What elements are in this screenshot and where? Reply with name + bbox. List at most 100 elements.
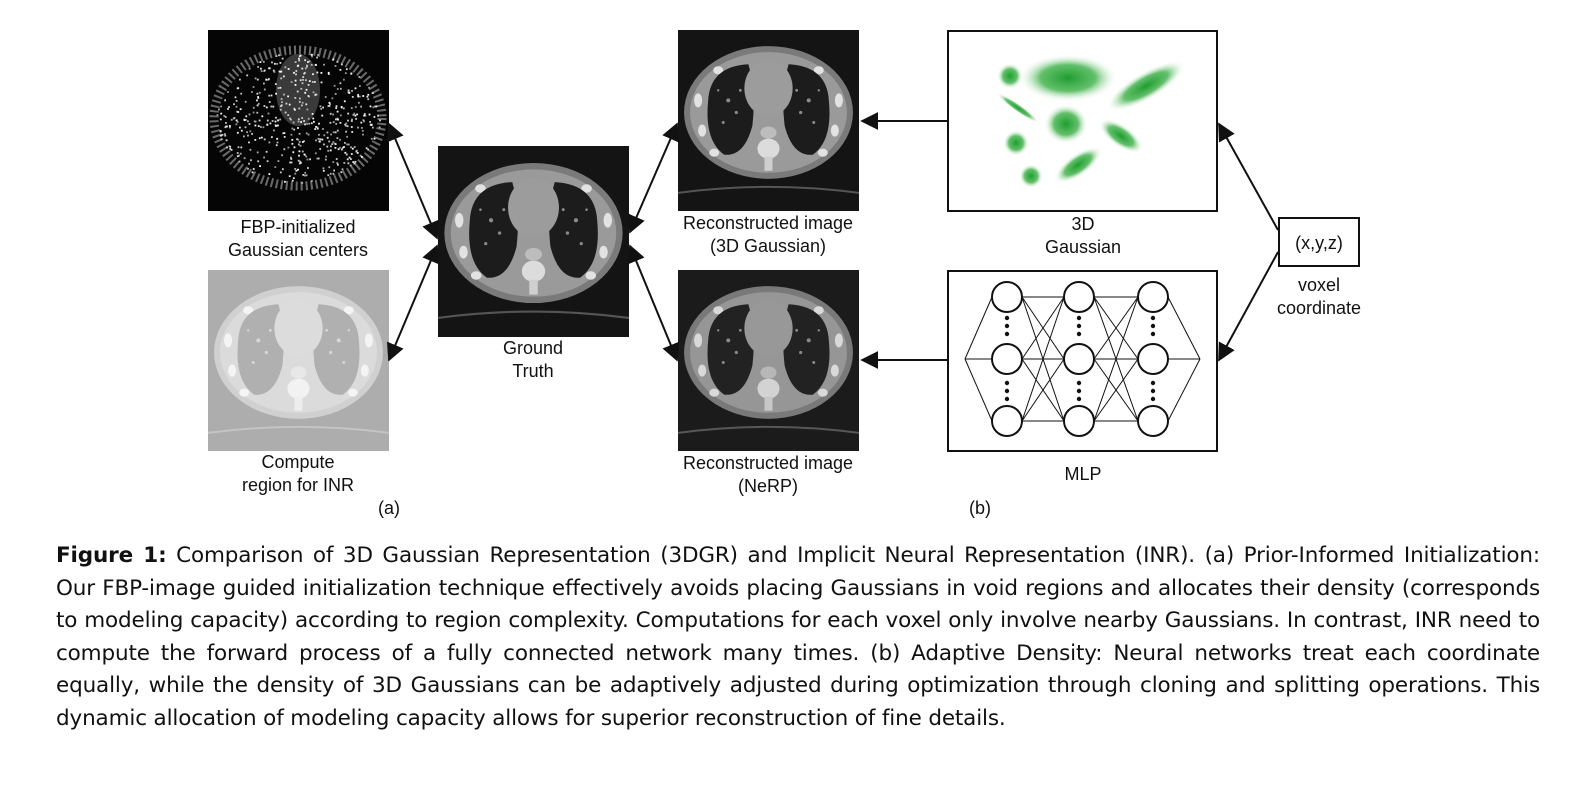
gaussian-center-dot bbox=[238, 160, 241, 163]
gaussian-center-dot bbox=[299, 97, 301, 100]
gaussian-center-dot bbox=[339, 82, 342, 85]
gaussian-center-dot bbox=[350, 120, 353, 122]
gaussian-center-dot bbox=[279, 108, 282, 111]
gaussian-center-dot bbox=[350, 107, 353, 109]
gaussian-center-dot bbox=[230, 118, 233, 121]
gaussian-center-dot bbox=[295, 169, 298, 172]
gaussian-center-dot bbox=[324, 96, 327, 98]
gaussian-center-dot bbox=[355, 150, 358, 153]
gaussian-center-dot bbox=[246, 74, 249, 77]
gaussian-center-dot bbox=[333, 169, 335, 172]
gaussian-center-dot bbox=[266, 160, 269, 163]
gaussian-center-dot bbox=[283, 132, 286, 134]
gaussian-center-dot bbox=[236, 110, 238, 113]
gaussian-center-dot bbox=[307, 117, 310, 120]
gaussian-center-dot bbox=[328, 101, 331, 104]
gaussian-center-dot bbox=[362, 119, 365, 121]
gaussian-center-dot bbox=[302, 174, 305, 176]
gaussian-center-dot bbox=[229, 125, 231, 127]
gaussian-center-dot bbox=[329, 149, 332, 152]
gaussian-center-dot bbox=[341, 168, 344, 171]
gaussian-center-dot bbox=[224, 116, 227, 118]
gaussian-center-dot bbox=[248, 162, 250, 165]
gaussian-center-dot bbox=[316, 71, 319, 74]
gaussian-center-dot bbox=[234, 96, 237, 99]
gaussian-center-dot bbox=[301, 82, 304, 85]
gaussian-center-dot bbox=[257, 97, 260, 99]
gaussian-center-dot bbox=[289, 117, 291, 120]
gaussian-center-dot bbox=[337, 163, 339, 166]
gaussian-center-dot bbox=[220, 134, 222, 137]
gaussian-center-dot bbox=[300, 87, 303, 90]
gaussian-center-dot bbox=[314, 81, 316, 83]
gaussian-center-dot bbox=[351, 96, 354, 98]
gaussian-center-dot bbox=[336, 88, 339, 90]
gaussian-center-dot bbox=[299, 54, 302, 57]
gaussian-center-dot bbox=[366, 95, 369, 98]
gaussian-center-dot bbox=[319, 148, 322, 150]
recnerp-label-line1: Reconstructed image bbox=[683, 453, 853, 473]
gaussian-center-dot bbox=[297, 159, 300, 162]
gaussian-center-dot bbox=[343, 162, 346, 164]
gaussian-center-dot bbox=[354, 160, 357, 163]
gaussian-center-dot bbox=[294, 108, 296, 111]
gaussian-center-dot bbox=[244, 119, 247, 121]
gaussian-center-dot bbox=[296, 138, 298, 141]
gaussian-center-dot bbox=[249, 148, 252, 151]
gaussian-center-dot bbox=[275, 144, 278, 147]
gaussian-center-dot bbox=[301, 150, 304, 153]
gaussian-center-dot bbox=[271, 120, 274, 122]
gaussian-center-dot bbox=[316, 126, 319, 129]
gaussian-center-dot bbox=[291, 179, 294, 182]
gaussian-center-dot bbox=[235, 123, 238, 126]
gaussian-center-dot bbox=[346, 143, 348, 146]
gaussian-center-dot bbox=[280, 70, 283, 73]
gaussian-center-dot bbox=[319, 138, 321, 141]
gaussian-center-dot bbox=[298, 59, 301, 62]
gaussian-center-dot bbox=[280, 105, 282, 108]
gaussian-center-dot bbox=[293, 128, 296, 131]
gaussian-center-dot bbox=[290, 81, 293, 83]
gaussian-center-dot bbox=[345, 124, 347, 127]
gaussian-center-dot bbox=[363, 120, 365, 123]
gaussian-center-dot bbox=[300, 161, 302, 164]
gaussian-center-dot bbox=[332, 141, 335, 143]
gaussian-center-dot bbox=[290, 118, 292, 121]
gaussian-center-dot bbox=[278, 70, 281, 73]
voxel-label-line1: voxel bbox=[1298, 275, 1340, 295]
gaussian-center-dot bbox=[331, 143, 334, 145]
gaussian-center-dot bbox=[304, 123, 306, 126]
gaussian-center-dot bbox=[233, 117, 236, 119]
gaussian-center-dot bbox=[307, 133, 310, 136]
gaussian-center-dot bbox=[312, 73, 314, 76]
gaussian-center-dot bbox=[257, 66, 259, 68]
gaussian-center-dot bbox=[327, 71, 330, 74]
gaussian-center-dot bbox=[297, 118, 300, 121]
gaussian-center-dot bbox=[227, 108, 229, 110]
gaussian-center-dot bbox=[306, 64, 308, 67]
gaussian-center-dot bbox=[350, 158, 352, 160]
gaussian-center-dot bbox=[293, 146, 296, 149]
gaussian-center-dot bbox=[369, 121, 371, 123]
gaussian-center-dot bbox=[373, 116, 376, 118]
gaussian-center-dot bbox=[295, 70, 298, 72]
gaussian-center-dot bbox=[254, 139, 257, 141]
gaussian-center-dot bbox=[287, 114, 290, 116]
gaussian-center-dot bbox=[354, 106, 357, 108]
gaussian-center-dot bbox=[252, 168, 255, 170]
gaussian-center-dot bbox=[357, 95, 360, 98]
gaussian-center-dot bbox=[305, 88, 308, 91]
gaussian-center-dot bbox=[317, 137, 320, 140]
recnerp-label-line2: (NeRP) bbox=[738, 476, 798, 496]
gaussian-center-dot bbox=[275, 116, 277, 119]
gaussian-center-dot bbox=[351, 118, 353, 121]
gaussian-center-dot bbox=[271, 61, 273, 64]
gaussian-center-dot bbox=[292, 177, 295, 179]
gaussian-center-dot bbox=[320, 81, 323, 84]
gaussian-center-dot bbox=[292, 121, 295, 124]
gaussian-center-dot bbox=[304, 171, 307, 174]
gaussian-center-dot bbox=[263, 105, 266, 107]
gaussian-center-dot bbox=[220, 105, 222, 108]
gaussian-center-dot bbox=[357, 94, 359, 96]
gaussian-center-dot bbox=[339, 138, 341, 141]
